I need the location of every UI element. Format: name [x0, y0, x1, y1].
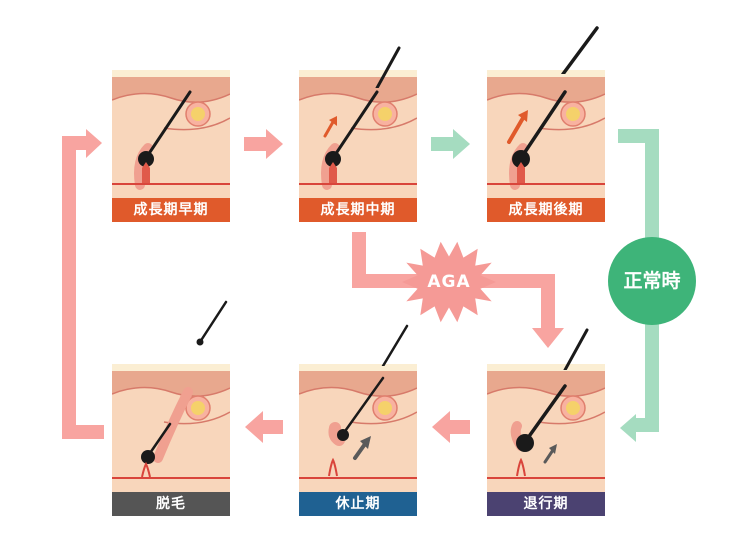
aga-badge	[402, 241, 496, 323]
aga-badge-label: AGA	[427, 272, 471, 292]
follicle-illustration	[299, 70, 417, 198]
phase-card-exogen: 脱毛	[112, 300, 230, 516]
phase-label-anagen-mid: 成長期中期	[299, 198, 417, 222]
hair-shaft-extension	[381, 324, 409, 366]
hair-shaft-extension	[375, 46, 401, 88]
phase-label-anagen-late: 成長期後期	[487, 198, 605, 222]
hair-shaft-extension	[561, 26, 599, 74]
phase-card-anagen-early: 成長期早期	[112, 70, 230, 222]
follicle-illustration	[299, 364, 417, 492]
phase-card-anagen-late: 成長期後期	[487, 26, 605, 222]
arrow-early-to-mid	[244, 129, 283, 159]
follicle-illustration	[112, 70, 230, 198]
follicle-illustration	[487, 70, 605, 198]
phase-card-anagen-mid: 成長期中期	[299, 46, 417, 222]
arrow-catagen-to-telogen	[432, 411, 470, 443]
arrow-exogen-to-early	[62, 129, 104, 439]
phase-card-telogen: 休止期	[299, 324, 417, 516]
phase-card-catagen: 退行期	[487, 328, 605, 516]
arrow-telogen-to-exogen	[245, 411, 283, 443]
shed-hair	[196, 300, 228, 346]
phase-label-telogen: 休止期	[299, 492, 417, 516]
hair-shaft-extension	[563, 328, 589, 370]
phase-label-anagen-early: 成長期早期	[112, 198, 230, 222]
arrow-mid-to-late	[431, 129, 470, 159]
normal-badge-label: 正常時	[623, 270, 681, 292]
follicle-illustration	[487, 364, 605, 492]
phase-label-catagen: 退行期	[487, 492, 605, 516]
normal-badge	[608, 237, 696, 325]
phase-label-exogen: 脱毛	[112, 492, 230, 516]
follicle-illustration	[112, 364, 230, 492]
